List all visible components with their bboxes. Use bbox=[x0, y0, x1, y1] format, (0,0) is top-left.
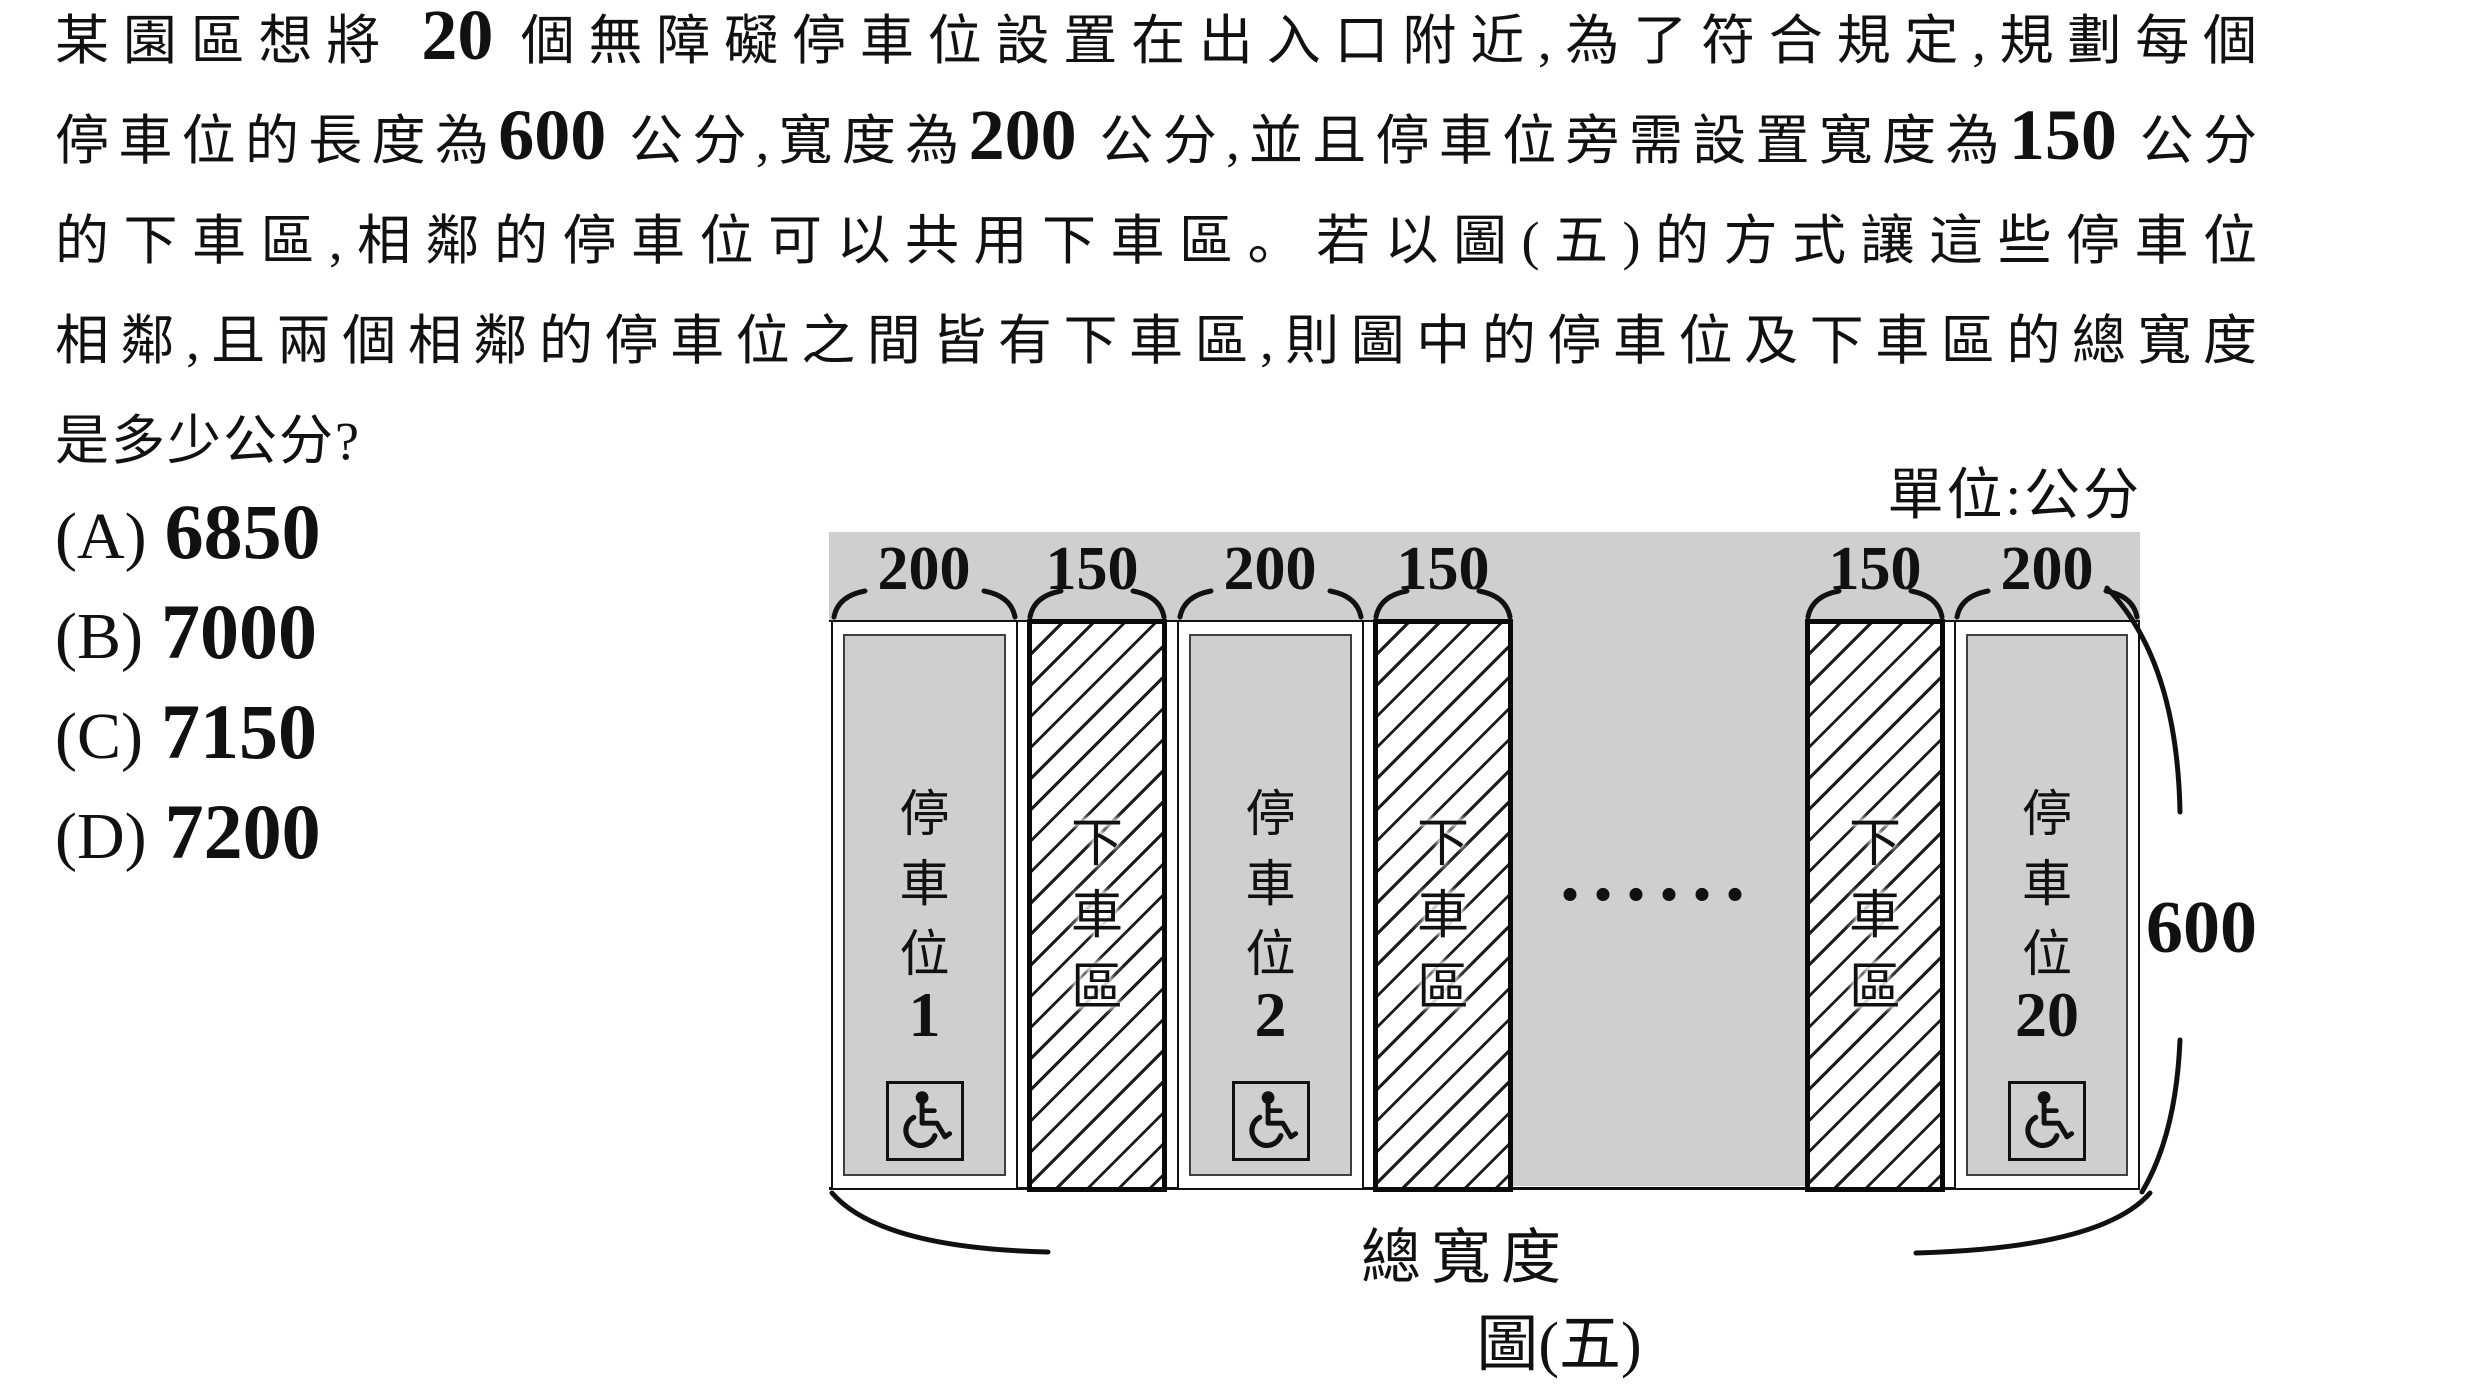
dropoff-zone-2: 下車區 bbox=[1373, 619, 1513, 1192]
parking-stall-2: 停車位 2 bbox=[1189, 634, 1352, 1176]
unit-label: 單位:公分 bbox=[1887, 465, 2142, 527]
option-B-value: 7000 bbox=[160, 588, 317, 675]
option-C: (C)7150 bbox=[55, 692, 317, 794]
problem-line-2: 停車位的長度為600 公分,寬度為200 公分,並且停車位旁需設置寬度為150 … bbox=[55, 95, 2259, 175]
dim-label-dropoff-1: 150 bbox=[1045, 535, 1139, 603]
dropoff-zone-3: 下車區 bbox=[1805, 619, 1945, 1192]
dim-label-parking-2: 200 bbox=[1223, 535, 1317, 603]
option-C-label: (C) bbox=[55, 700, 143, 773]
accessible-parking-sign bbox=[2008, 1081, 2086, 1161]
dropoff-zone-1: 下車區 bbox=[1027, 619, 1167, 1192]
problem-line-4: 相鄰,且兩個相鄰的停車位之間皆有下車區,則圖中的停車位及下車區的總寬度 bbox=[55, 311, 2259, 371]
dim-label-parking-1: 200 bbox=[877, 535, 971, 603]
parking-stall-1: 停車位 1 bbox=[843, 634, 1006, 1176]
parking-space-20: 停車位 20 bbox=[1954, 620, 2140, 1190]
total-width-label: 總寬度 bbox=[1361, 1225, 1571, 1291]
option-C-value: 7150 bbox=[160, 688, 317, 775]
problem-line-1: 某園區想將 20 個無障礙停車位設置在出入口附近,為了符合規定,規劃每個 bbox=[55, 0, 2260, 75]
dim-label-dropoff-3: 150 bbox=[1828, 535, 1922, 603]
parking-space-2: 停車位 2 bbox=[1177, 620, 1364, 1190]
parking-space-1-label: 停車位 bbox=[899, 786, 950, 982]
parking-space-2-number: 2 bbox=[1254, 979, 1287, 1050]
option-A-value: 6850 bbox=[164, 488, 321, 575]
height-label-600: 600 bbox=[2146, 887, 2257, 969]
accessible-parking-sign bbox=[1231, 1081, 1310, 1161]
parking-space-20-number: 20 bbox=[2015, 979, 2079, 1050]
dim-label-parking-20: 200 bbox=[2000, 535, 2094, 603]
dropoff-zone-2-label: 下車區 bbox=[1416, 816, 1469, 1017]
parking-space-1-number: 1 bbox=[908, 979, 941, 1050]
wheelchair-icon bbox=[902, 1091, 952, 1149]
problem-line-3: 的下車區,相鄰的停車位可以共用下車區。若以圖(五)的方式讓這些停車位 bbox=[55, 211, 2259, 271]
parking-stall-20: 停車位 20 bbox=[1966, 634, 2128, 1176]
ellipsis-dots: ...... bbox=[1560, 830, 1758, 918]
wheelchair-icon bbox=[1248, 1091, 1298, 1149]
option-D-label: (D) bbox=[55, 800, 147, 873]
option-D: (D)7200 bbox=[55, 792, 321, 894]
problem-line-5: 是多少公分? bbox=[55, 411, 361, 471]
wheelchair-icon bbox=[2025, 1091, 2075, 1149]
option-A-label: (A) bbox=[55, 500, 147, 573]
option-A: (A)6850 bbox=[55, 492, 321, 594]
accessible-parking-sign bbox=[885, 1081, 964, 1161]
option-D-value: 7200 bbox=[164, 788, 321, 875]
parking-space-2-label: 停車位 bbox=[1245, 786, 1296, 982]
dropoff-zone-1-label: 下車區 bbox=[1070, 816, 1123, 1017]
parking-space-20-label: 停車位 bbox=[2022, 786, 2072, 982]
parking-space-1: 停車位 1 bbox=[831, 620, 1018, 1190]
dim-label-dropoff-2: 150 bbox=[1396, 535, 1490, 603]
middle-gap bbox=[1513, 618, 1805, 1186]
option-B-label: (B) bbox=[55, 600, 143, 673]
figure-caption: 圖(五) bbox=[1476, 1311, 1642, 1379]
dropoff-zone-3-label: 下車區 bbox=[1848, 816, 1901, 1017]
option-B: (B)7000 bbox=[55, 592, 317, 694]
